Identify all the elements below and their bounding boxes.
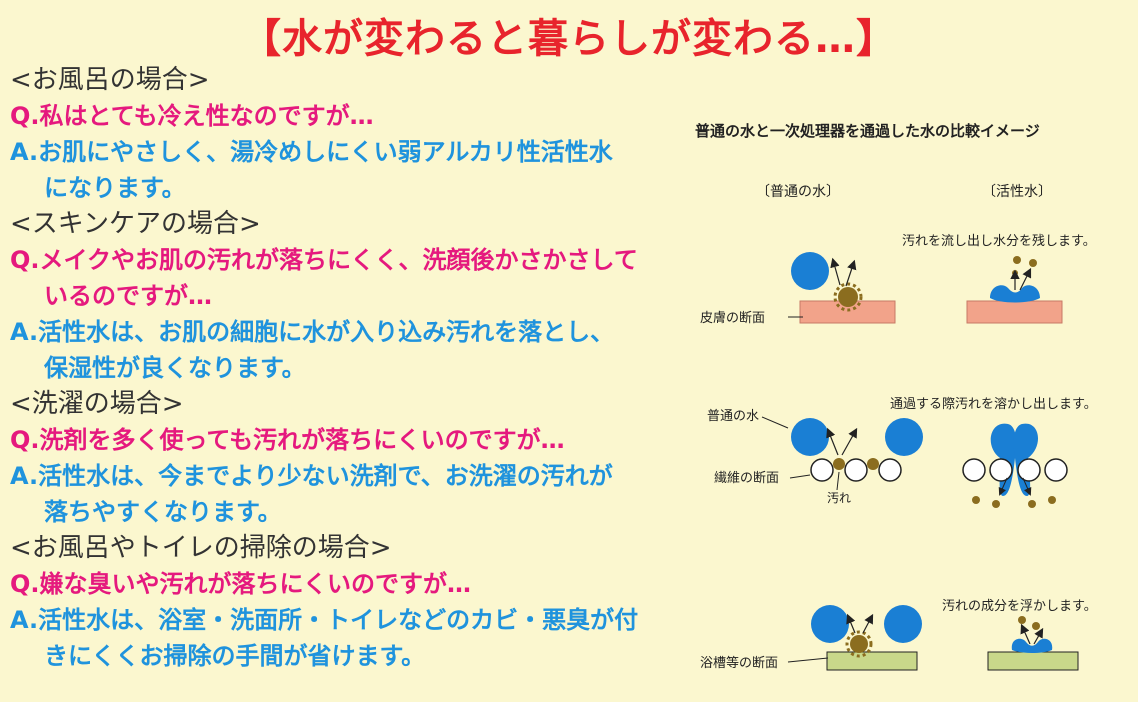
bath-label: 浴槽等の断面 <box>700 655 778 671</box>
answer-line: A.活性水は、今までより少ない洗剤で、お洗濯の汚れが <box>10 462 613 490</box>
skin-note: 汚れを流し出し水分を残します。 <box>902 234 1096 249</box>
fiber-label: 繊維の断面 <box>714 470 779 486</box>
question-skincare: Q.メイクやお肌の汚れが落ちにくく、洗顔後かさかさして いるのですが… <box>10 242 670 314</box>
section-heading-bath: <お風呂の場合> <box>10 65 210 95</box>
answer-line: A.お肌にやさしく、湯冷めしにくい弱アルカリ性活性水 <box>10 138 613 166</box>
water-drop-icon <box>885 418 923 456</box>
answer-line: 保湿性が良くなります。 <box>44 354 306 382</box>
question-laundry: Q.洗剤を多く使っても汚れが落ちにくいのですが… <box>10 422 670 458</box>
bath-section-normal <box>826 651 918 671</box>
question-line: Q.洗剤を多く使っても汚れが落ちにくいのですが… <box>10 426 565 454</box>
answer-line: A.活性水は、浴室・洗面所・トイレなどのカビ・悪臭が付 <box>10 606 639 634</box>
column-normal-water: 〔普通の水〕 <box>756 184 840 200</box>
answer-skincare: A.活性水は、お肌の細胞に水が入り込み汚れを落とし、 保湿性が良くなります。 <box>10 314 670 386</box>
question-cleaning: Q.嫌な臭いや汚れが落ちにくいのですが… <box>10 566 670 602</box>
dirt-icon <box>845 630 873 658</box>
water-wrap-icon <box>1011 638 1053 653</box>
answer-laundry: A.活性水は、今までより少ない洗剤で、お洗濯の汚れが 落ちやすくなります。 <box>10 458 670 530</box>
fiber-water-label: 普通の水 <box>707 409 759 424</box>
answer-bath: A.お肌にやさしく、湯冷めしにくい弱アルカリ性活性水 になります。 <box>10 134 670 206</box>
fiber-note: 通過する際汚れを溶かし出します。 <box>890 397 1097 412</box>
water-drop-icon <box>791 418 829 456</box>
diagram-title: 普通の水と一次処理器を通過した水の比較イメージ <box>695 122 1040 140</box>
bath-section-active <box>987 651 1079 671</box>
dirt-label: 汚れ <box>827 491 851 505</box>
page-title: 【水が変わると暮らしが変わる…】 <box>241 16 897 62</box>
section-heading-skincare: <スキンケアの場合> <box>10 209 261 239</box>
answer-line: になります。 <box>44 174 186 202</box>
water-drop-icon <box>791 252 829 290</box>
question-line: Q.メイクやお肌の汚れが落ちにくく、洗顔後かさかさして <box>10 246 638 274</box>
question-line: Q.私はとても冷え性なのですが… <box>10 102 374 130</box>
question-bath: Q.私はとても冷え性なのですが… <box>10 98 670 134</box>
question-line: Q.嫌な臭いや汚れが落ちにくいのですが… <box>10 570 472 598</box>
arrow-icon <box>830 257 841 286</box>
answer-line: きにくくお掃除の手間が省けます。 <box>44 642 426 670</box>
water-drop-icon <box>811 605 849 643</box>
section-heading-cleaning: <お風呂やトイレの掃除の場合> <box>10 533 392 563</box>
fiber-row-normal <box>810 458 902 482</box>
skin-section-active <box>966 300 1063 324</box>
answer-line: 落ちやすくなります。 <box>44 498 282 526</box>
dirt-icon <box>833 282 863 312</box>
water-wrap-icon <box>990 285 1040 303</box>
section-heading-laundry: <洗濯の場合> <box>10 389 184 419</box>
bath-note: 汚れの成分を浮かします。 <box>942 599 1097 614</box>
answer-line: A.活性水は、お肌の細胞に水が入り込み汚れを落とし、 <box>10 318 615 346</box>
skin-label: 皮膚の断面 <box>700 310 765 326</box>
answer-cleaning: A.活性水は、浴室・洗面所・トイレなどのカビ・悪臭が付 きにくくお掃除の手間が省… <box>10 602 670 674</box>
arrow-icon <box>845 259 857 287</box>
qa-list: <お風呂の場合> Q.私はとても冷え性なのですが… A.お肌にやさしく、湯冷めし… <box>10 62 670 674</box>
question-line: いるのですが… <box>44 282 212 310</box>
fiber-row-active <box>962 423 1068 508</box>
comparison-diagram: 普通の水と一次処理器を通過した水の比較イメージ 〔普通の水〕 〔活性水〕 汚れを… <box>670 110 1138 702</box>
column-active-water: 〔活性水〕 <box>982 184 1052 200</box>
arrow-icon <box>1019 267 1032 291</box>
water-drop-icon <box>884 605 922 643</box>
